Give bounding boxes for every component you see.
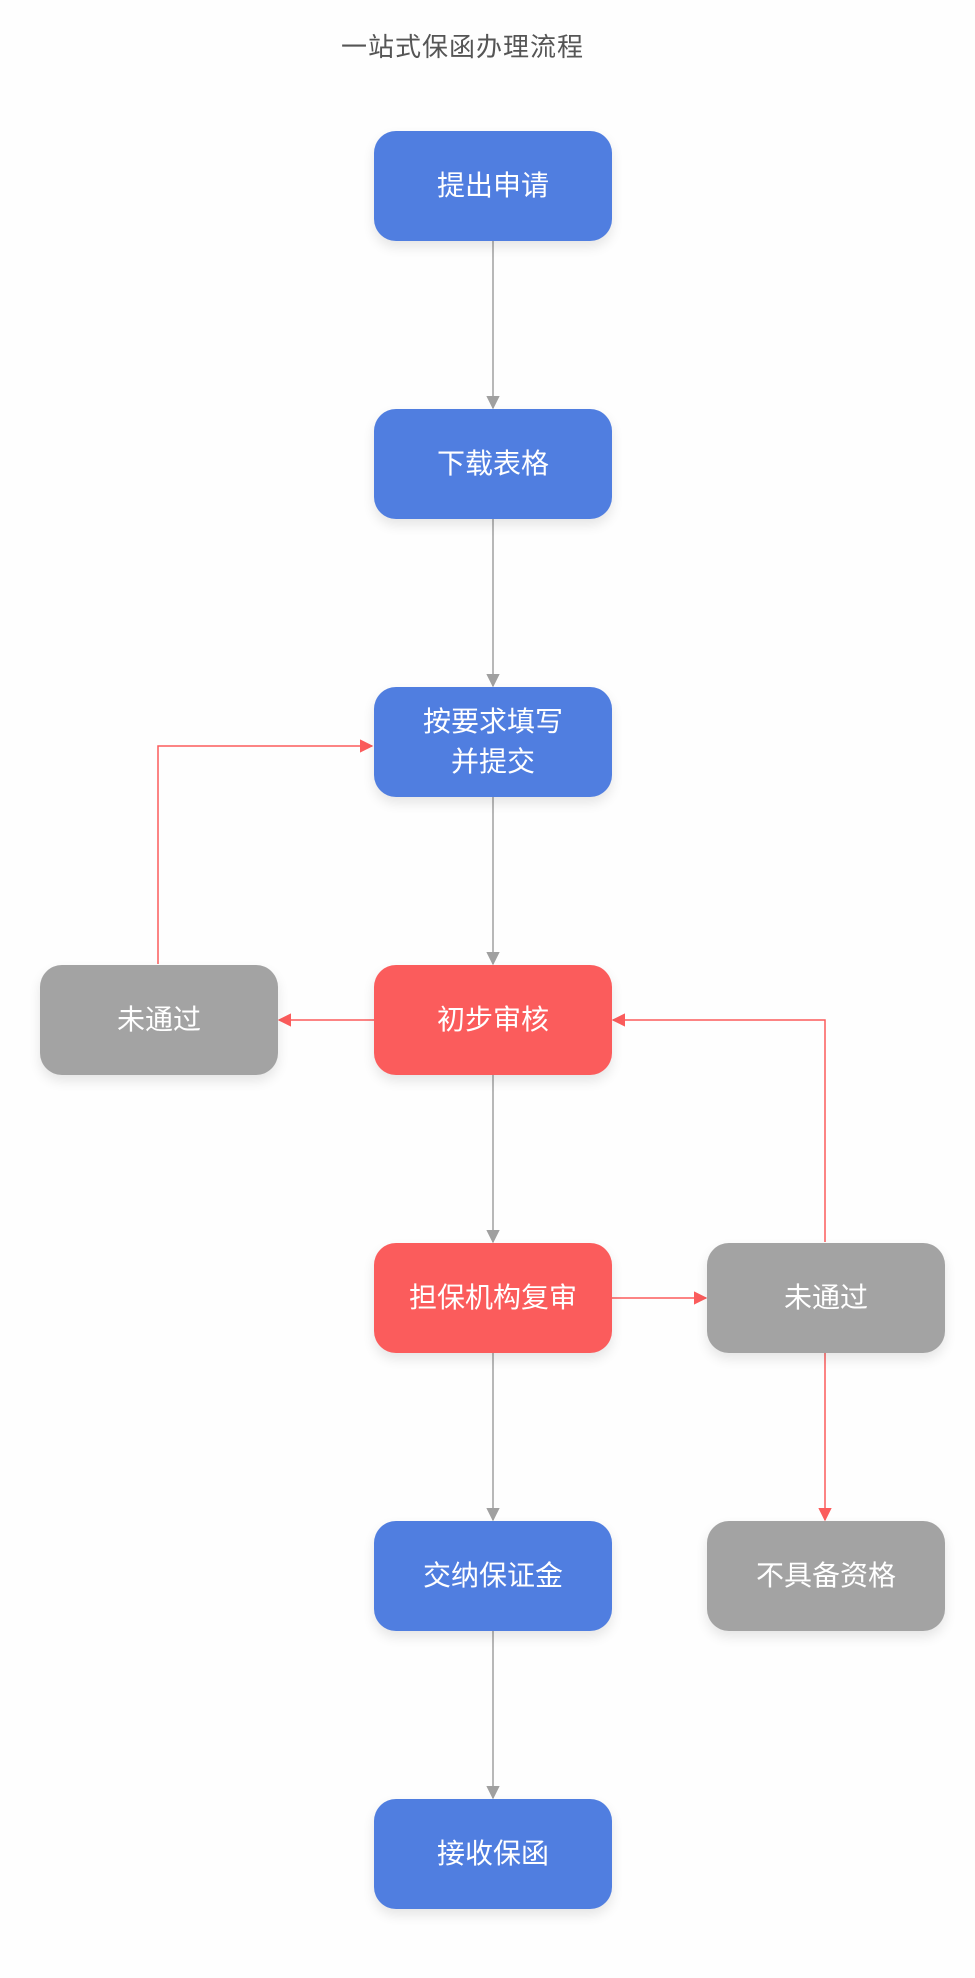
arrow-rejected-back-to-initial-review (611, 1013, 826, 1242)
node-receive-guarantee: 接收保函 (374, 1799, 612, 1909)
node-submit-application: 提出申请 (374, 131, 612, 241)
node-download-form: 下载表格 (374, 409, 612, 519)
arrow-rejected-back-to-fill (157, 739, 374, 964)
node-initial-review: 初步审核 (374, 965, 612, 1075)
node-pay-deposit: 交纳保证金 (374, 1521, 612, 1631)
node-initial-rejected: 未通过 (40, 965, 278, 1075)
reject-flow-arrows (157, 739, 832, 1522)
node-guarantor-rejected: 未通过 (707, 1243, 945, 1353)
diagram-title: 一站式保函办理流程 (340, 33, 584, 63)
node-not-qualified: 不具备资格 (707, 1521, 945, 1631)
node-fill-and-submit: 按要求填写 并提交 (374, 687, 612, 797)
node-guarantor-review: 担保机构复审 (374, 1243, 612, 1353)
